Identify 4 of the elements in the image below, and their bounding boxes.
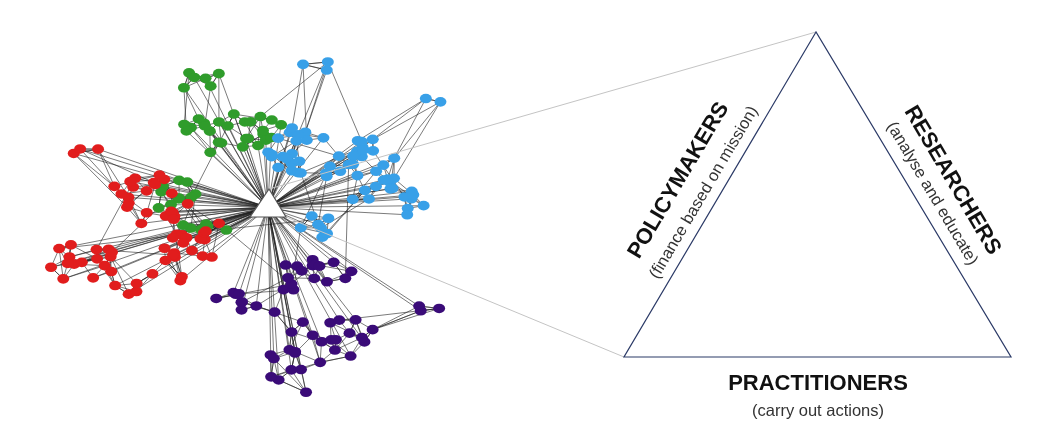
connector-line	[285, 216, 625, 358]
role-description: (carry out actions)	[752, 401, 884, 419]
role-title: PRACTITIONERS	[728, 372, 908, 394]
connector-line	[268, 31, 817, 190]
